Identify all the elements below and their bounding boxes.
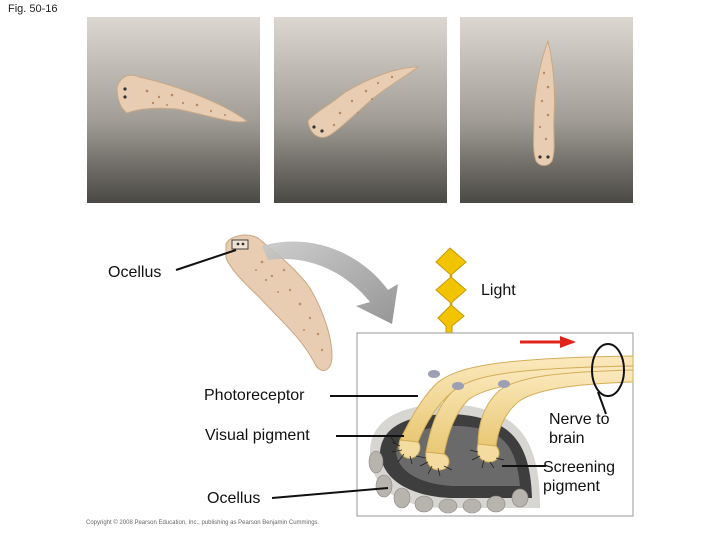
photoreceptor-label: Photoreceptor: [204, 387, 305, 405]
visual-pigment-label: Visual pigment: [205, 427, 310, 445]
nerve-to-brain-line2: brain: [549, 429, 609, 448]
screening-pigment-label: Screening pigment: [543, 458, 615, 496]
nerve-to-brain-label: Nerve to brain: [549, 410, 609, 448]
nerve-to-brain-line1: Nerve to: [549, 410, 609, 429]
light-bolt-icon: [436, 248, 466, 336]
screening-pigment-line1: Screening: [543, 458, 615, 477]
ocellus-marker: [232, 240, 248, 249]
light-label: Light: [481, 282, 516, 300]
ocellus-label-top: Ocellus: [108, 264, 161, 282]
copyright-notice: Copyright © 2008 Pearson Education, Inc.…: [86, 520, 319, 526]
screening-pigment-line2: pigment: [543, 477, 615, 496]
ocellus-label-bottom: Ocellus: [207, 490, 260, 508]
